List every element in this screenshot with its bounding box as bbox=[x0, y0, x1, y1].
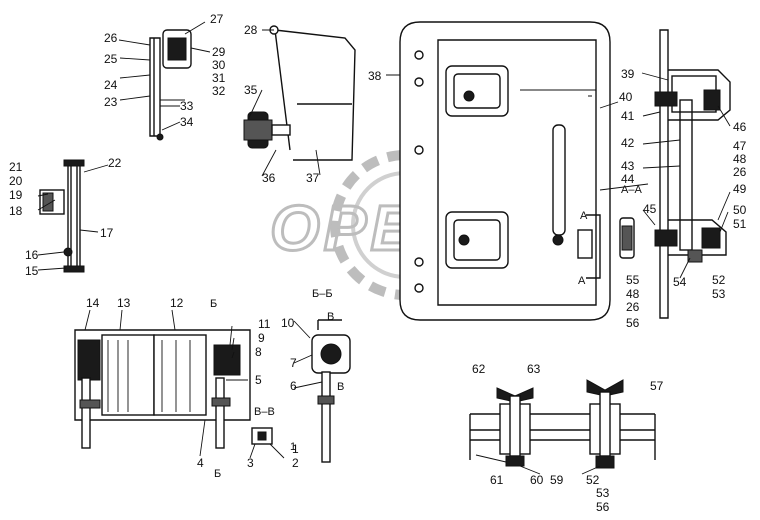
callout-32: 32 bbox=[212, 84, 226, 98]
callout-45: 45 bbox=[643, 202, 657, 216]
callout-41: 41 bbox=[621, 109, 635, 123]
section-label-aa: A–A bbox=[621, 184, 642, 196]
section-label-b-top: Б bbox=[210, 298, 217, 310]
callout-22: 22 bbox=[108, 156, 122, 170]
callout-53-bottom: 53 bbox=[596, 486, 610, 500]
callout-62: 62 bbox=[472, 362, 486, 376]
callout-26-right: 26 bbox=[733, 165, 747, 179]
callout-15: 15 bbox=[25, 264, 39, 278]
callout-63: 63 bbox=[527, 362, 541, 376]
rail-clamp-assembly bbox=[469, 379, 656, 469]
callout-48: 48 bbox=[733, 152, 747, 166]
callout-25: 25 bbox=[104, 52, 118, 66]
callout-61: 61 bbox=[490, 473, 504, 487]
section-label-b-bottom: Б bbox=[214, 468, 221, 480]
callout-14: 14 bbox=[86, 296, 100, 310]
section-b-detail bbox=[311, 319, 351, 463]
callout-28: 28 bbox=[244, 23, 258, 37]
callout-18: 18 bbox=[9, 204, 23, 218]
callout-54: 54 bbox=[673, 275, 687, 289]
latch-plate-assembly bbox=[149, 29, 192, 141]
callout-56-bottom: 56 bbox=[596, 500, 610, 514]
callout-49: 49 bbox=[733, 182, 747, 196]
callout-27: 27 bbox=[210, 12, 224, 26]
callout-11: 11 bbox=[258, 317, 271, 331]
side-latch-mechanism bbox=[619, 29, 731, 319]
callout-12: 12 bbox=[170, 296, 184, 310]
callout-52: 52 bbox=[712, 273, 726, 287]
callout-40: 40 bbox=[619, 90, 633, 104]
callout-3: 3 bbox=[247, 456, 254, 470]
callout-17: 17 bbox=[100, 226, 114, 240]
callout-44: 44 bbox=[621, 172, 635, 186]
hinged-shelf bbox=[243, 25, 356, 161]
roller-assembly bbox=[74, 329, 251, 449]
callout-36: 36 bbox=[262, 171, 276, 185]
callout-60: 60 bbox=[530, 473, 544, 487]
callout-43: 43 bbox=[621, 159, 635, 173]
callout-51: 51 bbox=[733, 217, 747, 231]
bracket-assembly bbox=[39, 159, 85, 273]
section-label-v-bottom: В bbox=[337, 381, 344, 393]
callout-8: 8 bbox=[255, 345, 262, 359]
callout-57: 57 bbox=[650, 379, 664, 393]
section-labels: A–A A A Б–Б Б Б В–В В В 1 bbox=[210, 184, 642, 480]
callout-19: 19 bbox=[9, 188, 23, 202]
callout-21: 21 bbox=[9, 160, 23, 174]
callout-47: 47 bbox=[733, 139, 747, 153]
callout-1: 1 bbox=[292, 442, 299, 456]
callout-48-lower: 48 bbox=[626, 287, 640, 301]
callout-56: 56 bbox=[626, 316, 640, 330]
section-label-a-bottom: A bbox=[578, 275, 586, 287]
callout-50: 50 bbox=[733, 203, 747, 217]
part-callouts: 1 2 3 4 5 6 7 8 9 10 11 12 13 14 15 16 1… bbox=[9, 12, 747, 514]
callout-34: 34 bbox=[180, 115, 194, 129]
section-label-one: 1 bbox=[290, 441, 296, 453]
callout-59: 59 bbox=[550, 473, 564, 487]
section-label-bb: Б–Б bbox=[312, 288, 333, 300]
callout-2: 2 bbox=[292, 456, 299, 470]
callout-7: 7 bbox=[290, 356, 297, 370]
callout-38: 38 bbox=[368, 69, 382, 83]
callout-20: 20 bbox=[9, 174, 23, 188]
callout-31: 31 bbox=[212, 71, 226, 85]
callout-26-lower: 26 bbox=[626, 300, 640, 314]
door-panel bbox=[399, 21, 611, 321]
callout-5: 5 bbox=[255, 373, 262, 387]
section-a-cut-line bbox=[586, 214, 601, 279]
section-label-v-top: В bbox=[327, 311, 334, 323]
callout-37: 37 bbox=[306, 171, 320, 185]
callout-16: 16 bbox=[25, 248, 39, 262]
callout-52-bottom: 52 bbox=[586, 473, 600, 487]
callout-4: 4 bbox=[197, 456, 204, 470]
section-v-detail bbox=[251, 427, 273, 445]
callout-29: 29 bbox=[212, 45, 226, 59]
callout-10: 10 bbox=[281, 316, 295, 330]
callout-30: 30 bbox=[212, 58, 226, 72]
callout-42: 42 bbox=[621, 136, 635, 150]
callout-6: 6 bbox=[290, 379, 297, 393]
callout-39: 39 bbox=[621, 67, 635, 81]
callout-9: 9 bbox=[258, 331, 265, 345]
callout-35: 35 bbox=[244, 83, 258, 97]
callout-53: 53 bbox=[712, 287, 726, 301]
callout-33: 33 bbox=[180, 99, 194, 113]
callout-55: 55 bbox=[626, 273, 640, 287]
callout-26: 26 bbox=[104, 31, 118, 45]
leader-lines bbox=[37, 21, 731, 475]
callout-23: 23 bbox=[104, 95, 118, 109]
callout-13: 13 bbox=[117, 296, 131, 310]
section-label-vv: В–В bbox=[254, 406, 275, 418]
callout-24: 24 bbox=[104, 78, 118, 92]
section-label-a-top: A bbox=[580, 210, 588, 222]
callout-46: 46 bbox=[733, 120, 747, 134]
